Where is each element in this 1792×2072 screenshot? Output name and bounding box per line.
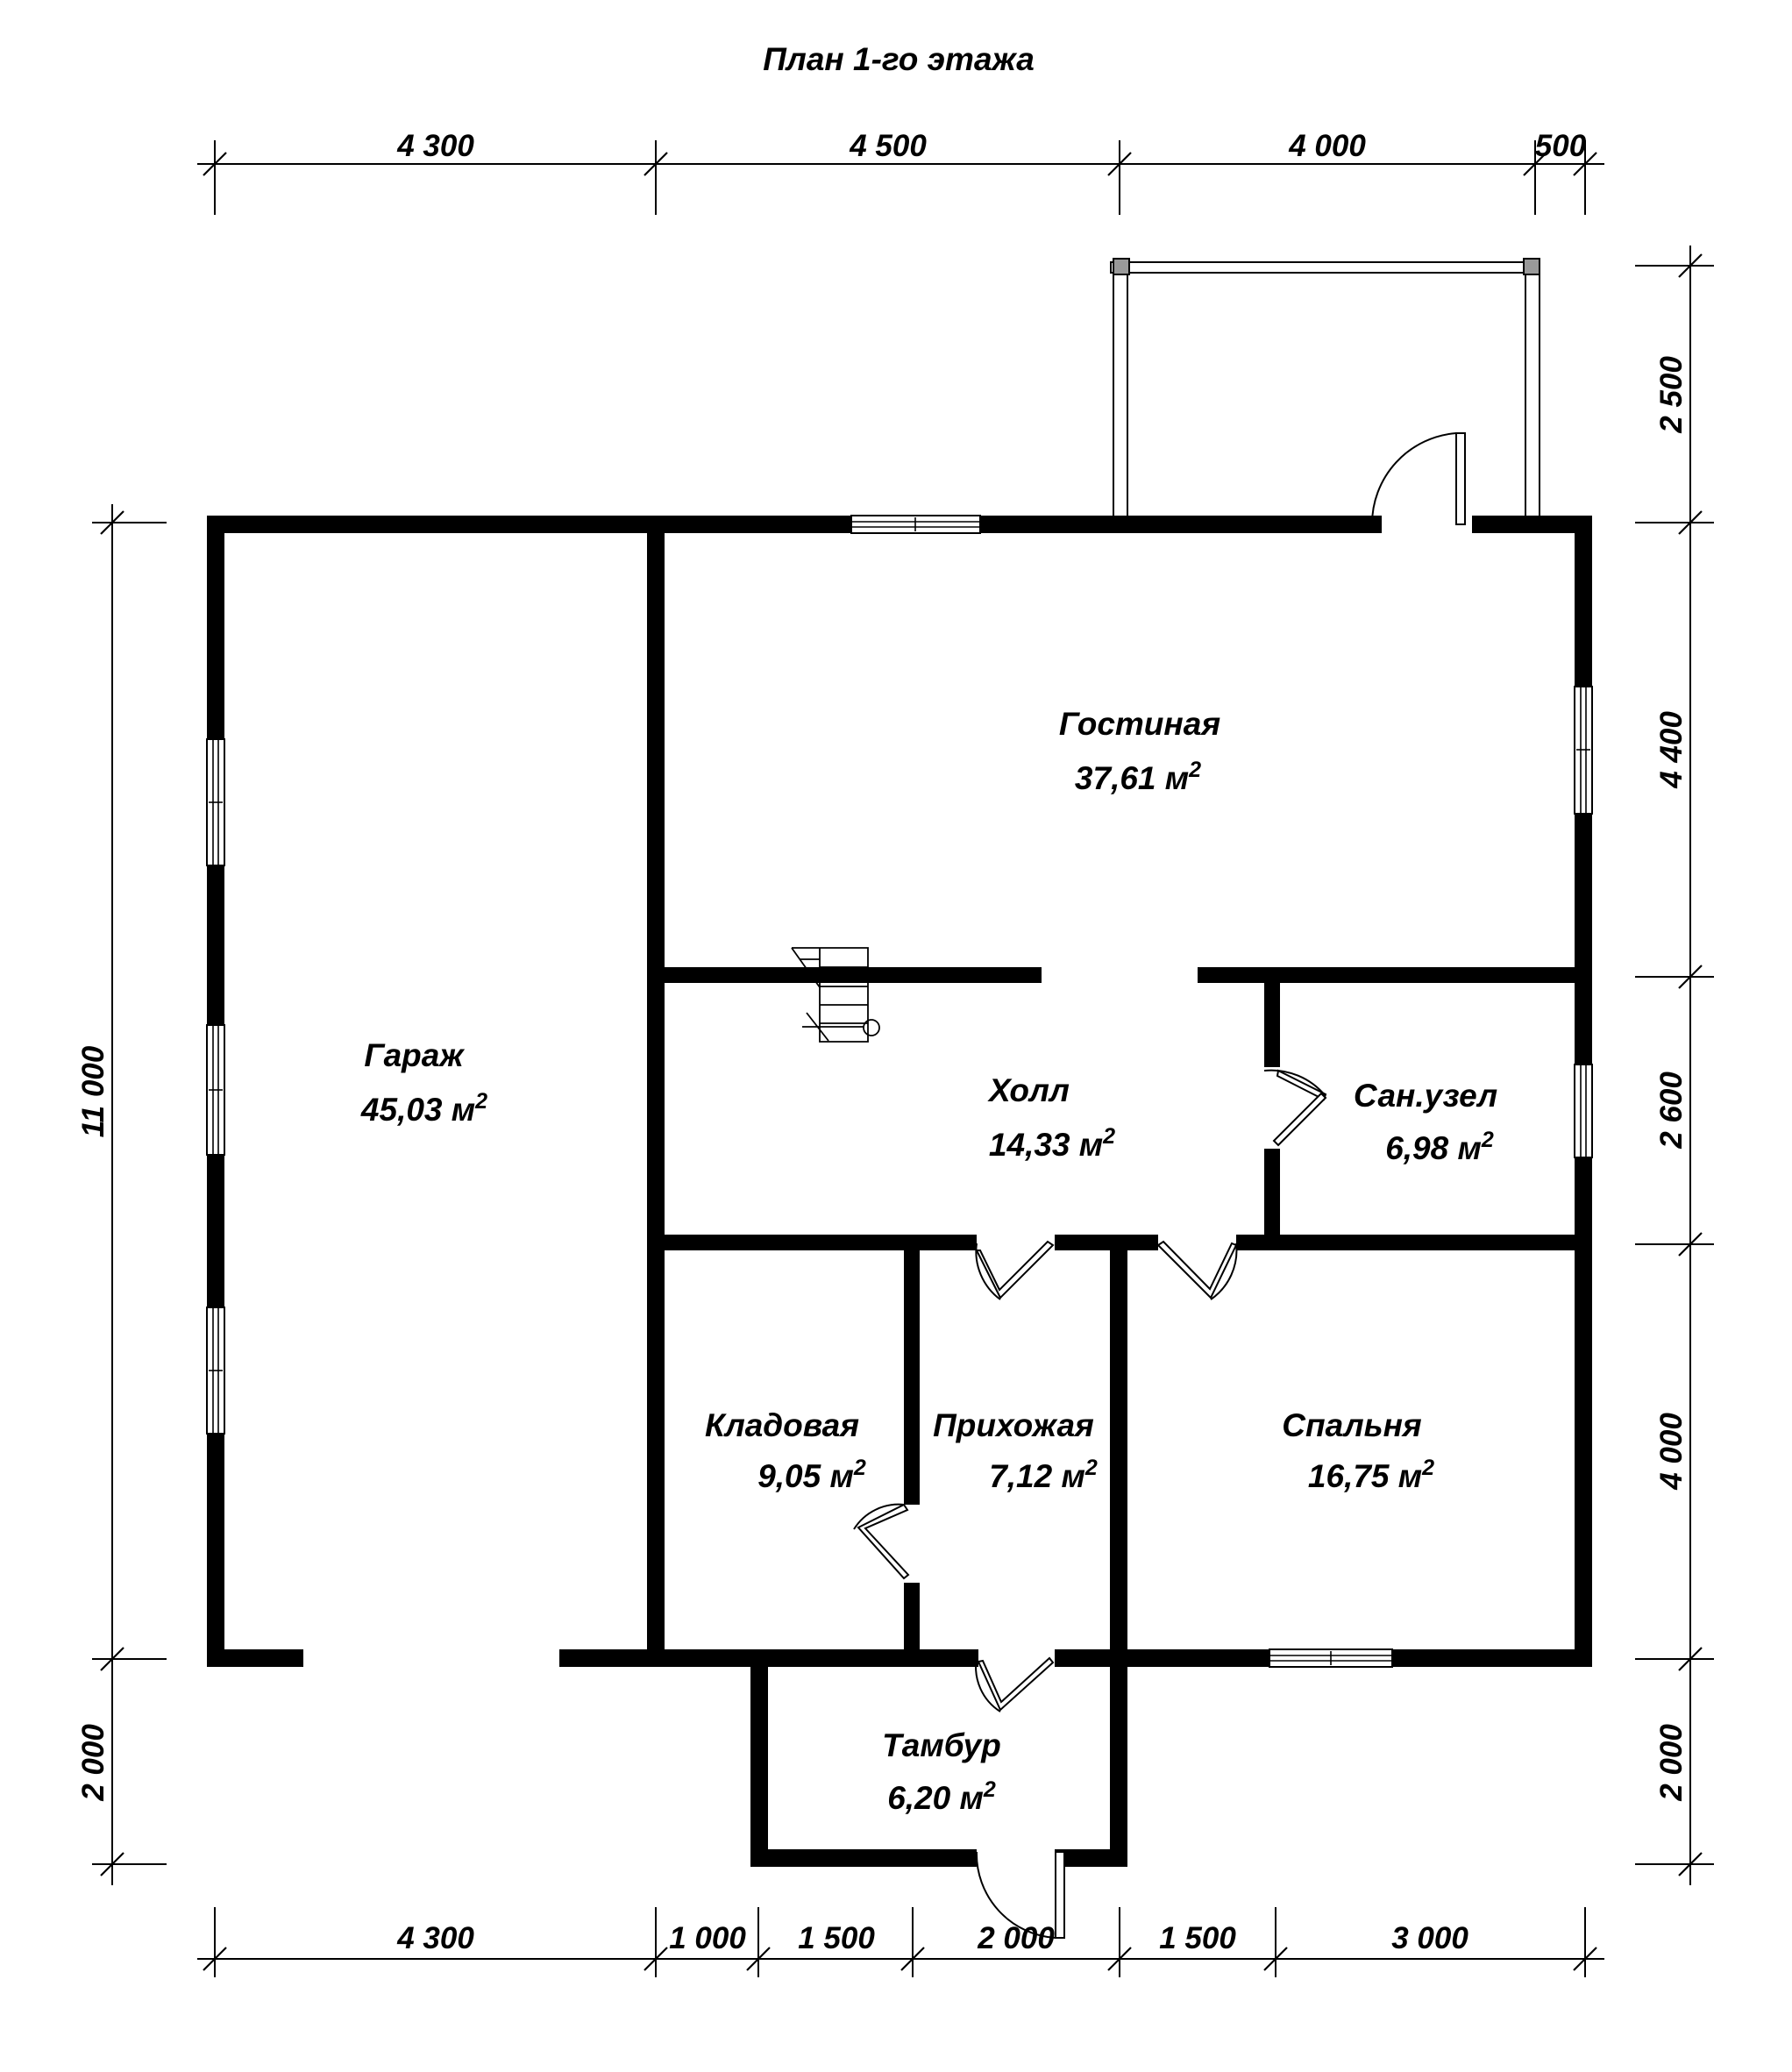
room-name-bedroom: Спальня [1282,1407,1422,1443]
right-dimension-line: 2 500 4 400 2 600 4 000 2 000 [1635,246,1714,1885]
bottom-dim-6: 3 000 [1391,1921,1468,1955]
bottom-dim-2: 1 000 [669,1921,746,1955]
left-dim-2: 2 000 [76,1724,110,1802]
room-area-hall: 14,33 м2 [989,1124,1115,1163]
room-name-garage: Гараж [364,1037,465,1073]
right-dim-5: 2 000 [1654,1724,1689,1802]
right-dim-3: 2 600 [1654,1072,1689,1150]
plan-title: План 1-го этажа [763,41,1035,77]
room-area-bedroom: 16,75 м2 [1308,1456,1434,1494]
room-area-pantry: 9,05 м2 [757,1456,866,1494]
room-area-bathroom: 6,98 м2 [1385,1128,1494,1166]
bottom-dim-4: 2 000 [977,1921,1055,1955]
room-name-hallway: Прихожая [933,1407,1094,1443]
room-name-vestibule: Тамбур [882,1727,1001,1763]
room-area-hallway: 7,12 м2 [989,1456,1098,1494]
bottom-dimension-line: 4 300 1 000 1 500 2 000 1 500 3 000 [197,1907,1604,1977]
doors [853,432,1466,1939]
room-name-living: Гостиная [1059,706,1220,742]
terrace [1110,258,1540,518]
left-dimension-line: 11 000 2 000 [76,504,167,1885]
right-dim-1: 2 500 [1654,356,1689,434]
top-dim-3: 4 000 [1288,129,1366,163]
top-dimension-line: 4 300 4 500 4 000 500 [197,129,1604,215]
bottom-dim-5: 1 500 [1159,1921,1236,1955]
room-area-garage: 45,03 м2 [360,1089,487,1128]
room-name-bathroom: Сан.узел [1354,1078,1497,1114]
right-dim-2: 4 400 [1654,711,1689,789]
top-dim-4: 500 [1535,129,1587,163]
room-name-hall: Холл [987,1072,1070,1108]
right-dim-4: 4 000 [1654,1413,1689,1491]
top-dim-2: 4 500 [849,129,927,163]
staircase [791,947,880,1043]
room-name-pantry: Кладовая [705,1407,859,1443]
bottom-dim-3: 1 500 [798,1921,875,1955]
left-dim-1: 11 000 [76,1045,110,1137]
windows [206,515,1593,1668]
room-area-vestibule: 6,20 м2 [887,1777,996,1816]
room-area-living: 37,61 м2 [1075,758,1201,796]
room-labels: Гостиная 37,61 м2 Гараж 45,03 м2 Холл 14… [360,706,1497,1816]
top-dim-1: 4 300 [396,129,474,163]
walls [207,516,1592,1867]
bottom-dim-1: 4 300 [396,1921,474,1955]
